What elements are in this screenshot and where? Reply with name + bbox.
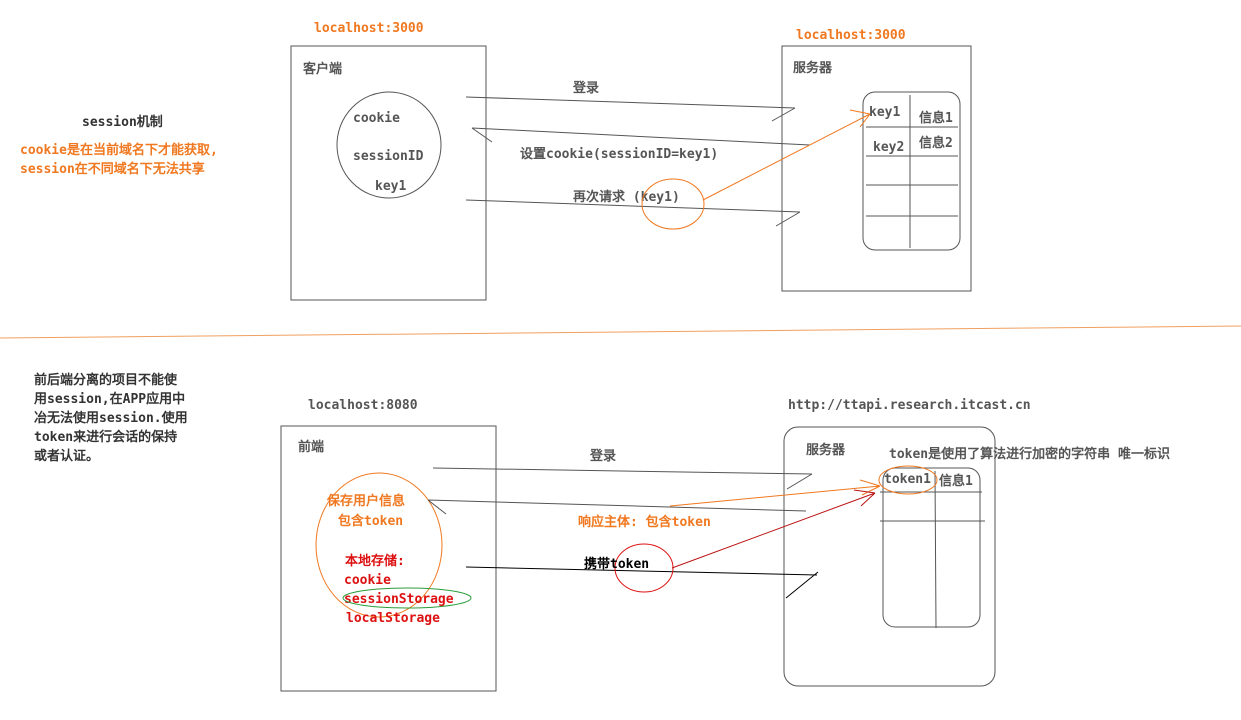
local-storage-title: 本地存储:: [345, 553, 405, 569]
cookie-key-label: key1: [375, 179, 406, 194]
top-client-title: 客户端: [303, 61, 342, 77]
session-note-title: session机制: [82, 114, 163, 130]
top-login-label: 登录: [572, 80, 599, 96]
token-encryption-note: token是使用了算法进行加密的字符串 唯一标识: [889, 446, 1170, 462]
session-row2-key: key2: [873, 140, 904, 155]
token-note-line4: token来进行会话的保持: [34, 429, 177, 445]
contains-token-label: 包含token: [338, 513, 403, 529]
token-verify-arrow: [671, 489, 876, 569]
top-request-again-arrow: [465, 199, 801, 227]
token-note-line2: 用session,在APP应用中: [33, 391, 185, 407]
session-table: [862, 91, 961, 251]
bottom-carry-token-label: 携带token: [584, 556, 649, 572]
token-row1-value: 信息1: [939, 473, 973, 489]
session-note-line1: cookie是在当前域名下才能获取,: [20, 142, 218, 158]
session-id-label: sessionID: [353, 149, 424, 164]
token-note-line1: 前后端分离的项目不能使: [34, 372, 178, 388]
session-row2-value: 信息2: [919, 135, 953, 151]
bottom-frontend-host: localhost:8080: [308, 398, 418, 413]
token-issue-arrow: [669, 479, 881, 507]
bottom-login-label: 登录: [589, 448, 616, 464]
token-note-line5: 或者认证。: [34, 448, 99, 464]
token-note-block: 前后端分离的项目不能使 用session,在APP应用中 冶无法使用sessio…: [33, 372, 188, 464]
frontend-title: 前端: [298, 439, 324, 455]
top-client-host: localhost:3000: [314, 21, 424, 36]
session-storage-highlight: [342, 587, 472, 609]
bottom-login-arrow: [432, 467, 813, 490]
section-separator: [0, 325, 1241, 339]
storage-session-label: sessionStorage: [344, 592, 454, 607]
token-note-line3: 冶无法使用session.使用: [34, 410, 188, 426]
top-login-arrow: [465, 96, 796, 122]
bottom-server-title: 服务器: [806, 442, 846, 458]
frontend-storage-ellipse: [315, 472, 443, 618]
token-row1-key: token1: [884, 472, 931, 487]
key-lookup-arrow: [702, 109, 871, 201]
top-client-box: [290, 45, 487, 301]
bottom-carry-token-arrow: [465, 566, 819, 599]
token-table-divider: [934, 470, 937, 629]
storage-cookie-label: cookie: [344, 573, 391, 588]
session-row1-value: 信息1: [919, 110, 953, 126]
bottom-response-arrow: [427, 499, 807, 515]
storage-local-label: localStorage: [346, 611, 440, 626]
bottom-server-host: http://ttapi.research.itcast.cn: [788, 398, 1031, 413]
session-note-line2: session在不同域名下无法共享: [20, 161, 205, 177]
top-request-again-label: 再次请求 (key1): [573, 189, 680, 205]
top-server-box: [781, 45, 972, 292]
bottom-response-label: 响应主体: 包含token: [578, 514, 711, 530]
frontend-box: [280, 425, 497, 692]
session-row1-key: key1: [869, 105, 900, 120]
top-set-cookie-label: 设置cookie(sessionID=key1): [520, 147, 718, 162]
key-highlight-circle: [641, 178, 705, 230]
top-set-cookie-arrow: [471, 127, 811, 146]
cookie-label: cookie: [353, 111, 400, 126]
token-key-highlight: [878, 465, 938, 495]
top-server-title: 服务器: [793, 60, 833, 76]
cookie-circle: [336, 91, 442, 199]
save-user-info-label: 保存用户信息: [326, 493, 405, 509]
bottom-server-box: [783, 426, 996, 687]
token-table: [882, 467, 981, 628]
top-server-host: localhost:3000: [796, 28, 906, 43]
